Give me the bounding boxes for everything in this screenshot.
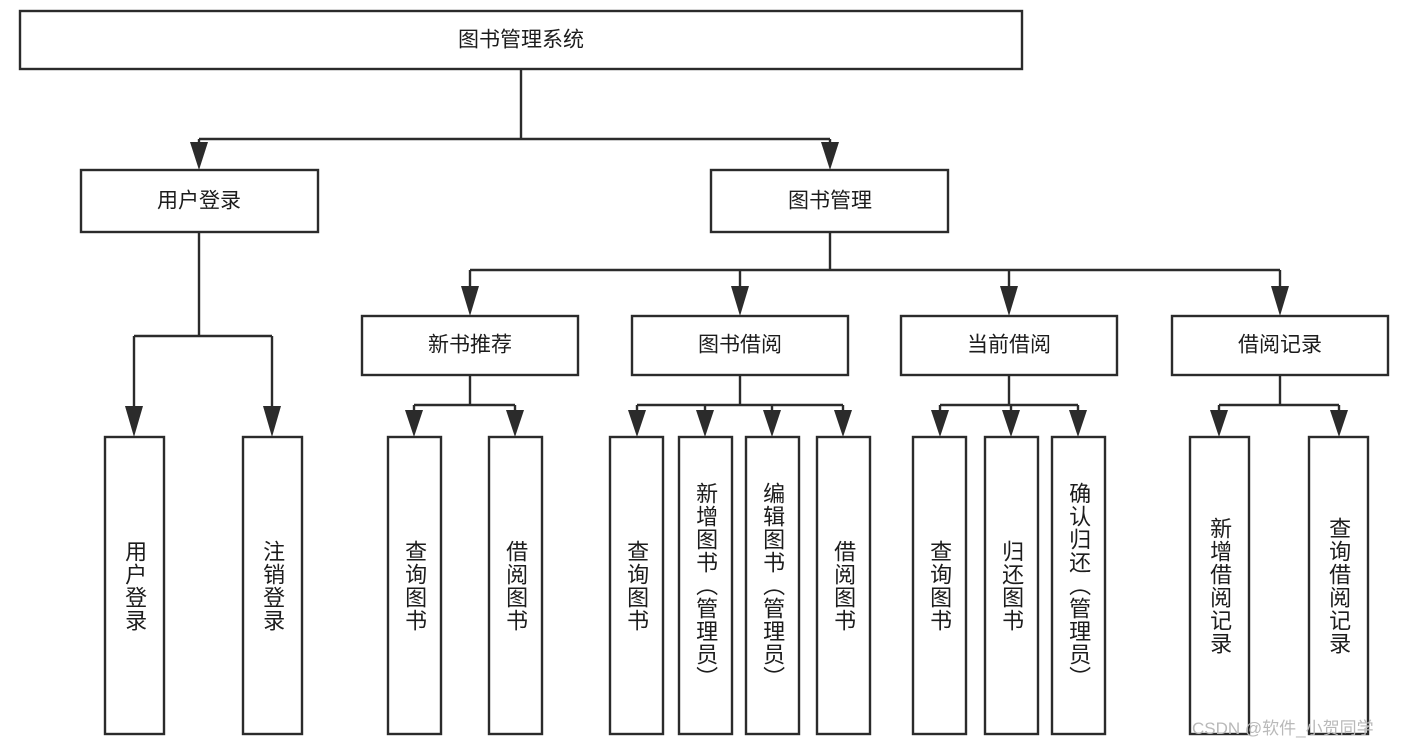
leaf-confirm-return-rect[interactable]	[1050, 435, 1107, 736]
node-book-borrow-rect[interactable]	[630, 314, 850, 377]
node-user-login[interactable]: 用户登录	[79, 168, 320, 234]
node-borrow-record[interactable]: 借阅记录	[1170, 314, 1390, 377]
node-user-login-label: 用户登录	[157, 190, 241, 213]
node-book-borrow[interactable]: 图书借阅	[630, 314, 850, 377]
arrowhead-leaf-query-book-1	[405, 410, 423, 437]
leaf-logout-rect[interactable]	[241, 435, 304, 736]
arrowhead-leaf-return-book	[1002, 410, 1020, 437]
arrowhead-book-borrow	[731, 286, 749, 316]
node-current-borrow[interactable]: 当前借阅	[899, 314, 1119, 377]
node-user-login-rect[interactable]	[79, 168, 320, 234]
arrowhead-leaf-borrow-book-2	[834, 410, 852, 437]
leaf-node-layer	[103, 435, 1370, 736]
leaf-add-book-rect[interactable]	[677, 435, 734, 736]
leaf-edit-book-rect[interactable]	[744, 435, 801, 736]
arrowhead-leaf-user-login	[125, 406, 143, 437]
node-root-label: 图书管理系统	[458, 29, 584, 52]
node-book-borrow-label: 图书借阅	[698, 334, 782, 357]
node-book-manage[interactable]: 图书管理	[709, 168, 950, 234]
leaf-return-book-rect[interactable]	[983, 435, 1040, 736]
arrowhead-leaf-add-record	[1210, 410, 1228, 437]
node-root[interactable]: 图书管理系统	[18, 9, 1024, 71]
node-new-book-rec-rect[interactable]	[360, 314, 580, 377]
leaf-query-book-3-rect[interactable]	[911, 435, 968, 736]
leaf-add-record-rect[interactable]	[1188, 435, 1251, 736]
node-borrow-record-label: 借阅记录	[1238, 334, 1322, 357]
node-current-borrow-rect[interactable]	[899, 314, 1119, 377]
leaf-query-book-1-rect[interactable]	[386, 435, 443, 736]
node-book-manage-rect[interactable]	[709, 168, 950, 234]
arrowhead-book-manage	[821, 142, 839, 170]
connector-layer	[125, 69, 1348, 437]
leaf-query-book-2-rect[interactable]	[608, 435, 665, 736]
node-root-rect[interactable]	[18, 9, 1024, 71]
arrowhead-leaf-borrow-book-1	[506, 410, 524, 437]
node-layer: 图书管理系统 用户登录 图书管理 新书推荐 图书借阅 当前	[18, 9, 1390, 736]
arrowhead-user-login	[190, 142, 208, 170]
arrowhead-current-borrow	[1000, 286, 1018, 316]
arrowhead-leaf-edit-book	[763, 410, 781, 437]
leaf-borrow-book-2-rect[interactable]	[815, 435, 872, 736]
arrowhead-leaf-query-book-3	[931, 410, 949, 437]
node-new-book-rec[interactable]: 新书推荐	[360, 314, 580, 377]
arrowhead-borrow-record	[1271, 286, 1289, 316]
arrowhead-leaf-query-record	[1330, 410, 1348, 437]
csdn-watermark: CSDN @软件_小贺同学	[1192, 719, 1374, 738]
arrowhead-leaf-query-book-2	[628, 410, 646, 437]
leaf-borrow-book-1-rect[interactable]	[487, 435, 544, 736]
arrowhead-new-book-rec	[461, 286, 479, 316]
leaf-user-login-rect[interactable]	[103, 435, 166, 736]
node-new-book-rec-label: 新书推荐	[428, 334, 512, 357]
node-borrow-record-rect[interactable]	[1170, 314, 1390, 377]
node-current-borrow-label: 当前借阅	[967, 334, 1051, 357]
node-book-manage-label: 图书管理	[788, 190, 872, 213]
arrowhead-leaf-add-book	[696, 410, 714, 437]
leaf-query-record-rect[interactable]	[1307, 435, 1370, 736]
arrowhead-leaf-confirm-return	[1069, 410, 1087, 437]
arrowhead-leaf-logout	[263, 406, 281, 437]
